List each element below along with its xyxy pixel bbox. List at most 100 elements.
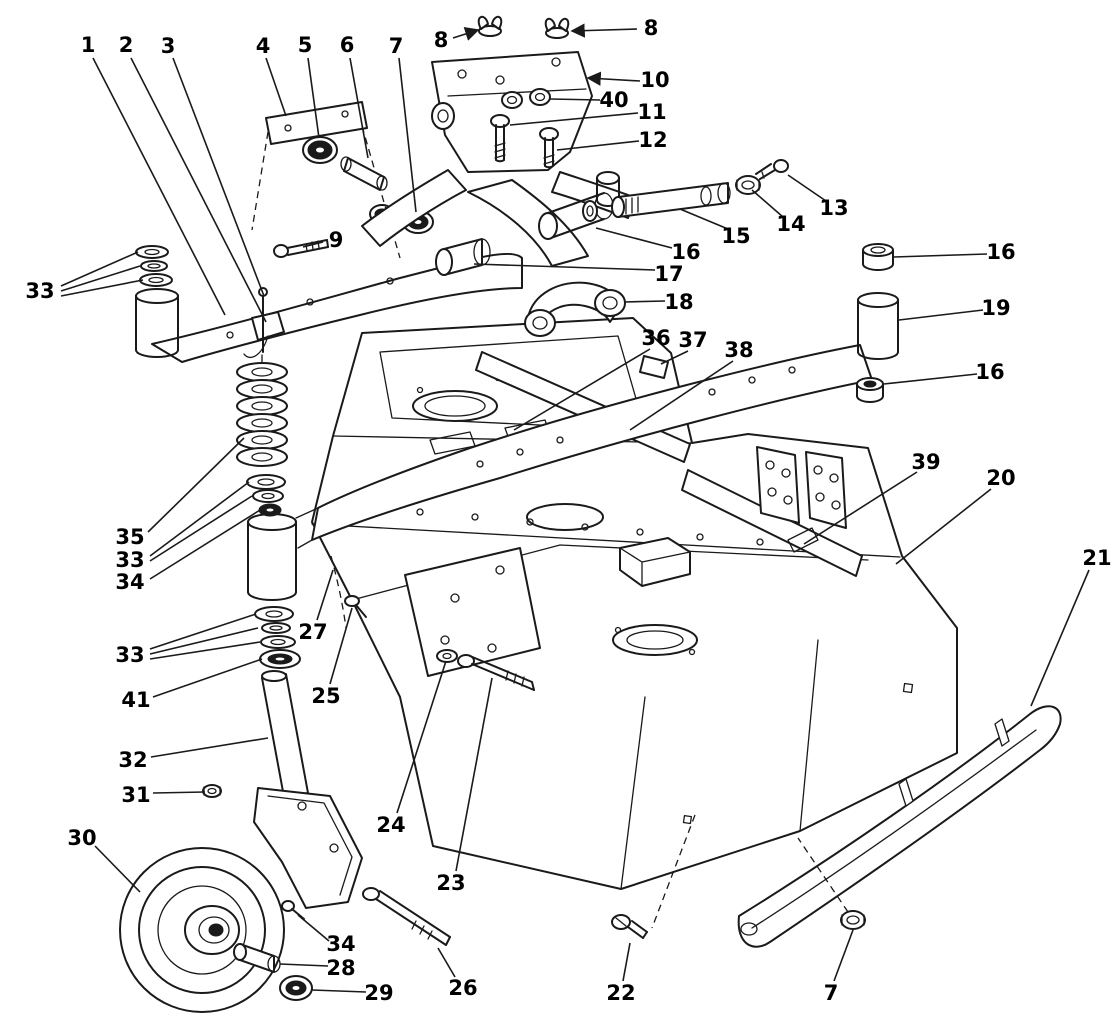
callout-35: 35	[115, 525, 145, 549]
callout-15: 15	[721, 224, 751, 248]
leader-line	[297, 914, 330, 942]
leader-line	[149, 613, 257, 650]
hitch-plate-assembly	[431, 15, 593, 173]
leader-line	[895, 488, 992, 565]
callout-25: 25	[311, 684, 341, 708]
callout-9: 9	[328, 228, 344, 252]
callout-32: 32	[118, 748, 148, 772]
leader-lines	[60, 23, 1090, 993]
leader-line	[1030, 569, 1090, 707]
callout-6: 6	[339, 33, 355, 57]
callout-8: 8	[643, 16, 659, 40]
leader-line	[149, 495, 253, 562]
callout-22: 22	[606, 981, 636, 1005]
leader-line	[437, 947, 456, 978]
leader-line	[452, 27, 480, 41]
callout-19: 19	[981, 296, 1011, 320]
callout-33: 33	[25, 279, 55, 303]
skid-plate	[737, 705, 1062, 948]
callout-10: 10	[640, 68, 670, 92]
callout-28: 28	[326, 956, 356, 980]
callout-16: 16	[975, 360, 1005, 384]
leader-line	[549, 98, 601, 101]
callout-17: 17	[654, 262, 684, 286]
callout-30: 30	[67, 826, 97, 850]
callout-16: 16	[671, 240, 701, 264]
washer-24	[436, 649, 458, 663]
leader-line	[455, 677, 493, 872]
front-frame-arm	[135, 245, 523, 363]
leader-line	[316, 569, 334, 621]
wing-nut-right	[544, 17, 570, 39]
pivot-bracket	[524, 281, 626, 337]
leader-line	[586, 71, 641, 86]
leader-line	[311, 989, 367, 993]
callout-24: 24	[376, 813, 406, 837]
leader-line	[149, 641, 261, 660]
leader-line	[329, 607, 353, 685]
leader-line	[149, 509, 261, 580]
leader-line	[152, 658, 263, 698]
leader-line	[60, 265, 141, 292]
leader-line	[130, 57, 267, 323]
leader-line	[898, 309, 984, 321]
leader-line	[570, 23, 638, 38]
caster-wheel	[119, 847, 285, 1013]
callout-34: 34	[326, 932, 356, 956]
leader-line	[833, 929, 854, 982]
leader-line	[60, 279, 144, 297]
leader-line	[149, 627, 259, 655]
nut-7	[840, 910, 866, 930]
leader-line	[349, 57, 369, 159]
carriage-bolt-12	[539, 127, 559, 169]
nut-31	[202, 784, 222, 798]
callout-4: 4	[255, 34, 271, 58]
leader-line	[152, 791, 206, 794]
leader-line	[473, 263, 656, 271]
leader-line	[150, 737, 269, 758]
callout-29: 29	[364, 981, 394, 1005]
leader-line	[265, 57, 287, 117]
leader-line	[396, 660, 447, 814]
callout-40: 40	[599, 88, 629, 112]
callout-37: 37	[678, 328, 708, 352]
leader-line	[94, 845, 141, 893]
bolt-26	[362, 887, 451, 946]
pivot-shaft-and-fasteners	[611, 159, 789, 218]
leader-line	[513, 348, 651, 431]
leader-line	[149, 481, 250, 557]
callout-36: 36	[641, 326, 671, 350]
leader-line	[60, 251, 139, 287]
leader-line	[302, 241, 324, 248]
deck-side-hardware	[344, 595, 866, 946]
leader-line	[893, 253, 988, 258]
leader-line	[172, 57, 265, 297]
callout-39: 39	[911, 450, 941, 474]
leader-line	[398, 57, 417, 213]
nut-14	[735, 175, 761, 195]
callout-1: 1	[80, 33, 96, 57]
wing-nut-left	[477, 15, 503, 37]
callout-31: 31	[121, 783, 151, 807]
callout-14: 14	[776, 212, 806, 236]
leader-line	[92, 57, 226, 316]
callout-3: 3	[160, 34, 176, 58]
callout-8: 8	[433, 28, 449, 52]
callout-26: 26	[448, 976, 478, 1000]
leader-line	[509, 112, 639, 126]
callout-12: 12	[638, 128, 668, 152]
callout-34: 34	[115, 570, 145, 594]
leader-line	[751, 189, 784, 218]
callout-41: 41	[121, 688, 151, 712]
callout-21: 21	[1082, 546, 1112, 570]
leader-line	[595, 227, 673, 249]
callout-33: 33	[115, 643, 145, 667]
leader-line	[679, 208, 729, 230]
leader-line	[803, 471, 918, 545]
leader-line	[307, 57, 320, 139]
leader-line	[629, 360, 734, 431]
leader-line	[787, 174, 827, 202]
callout-18: 18	[664, 290, 694, 314]
leader-line	[660, 350, 689, 365]
